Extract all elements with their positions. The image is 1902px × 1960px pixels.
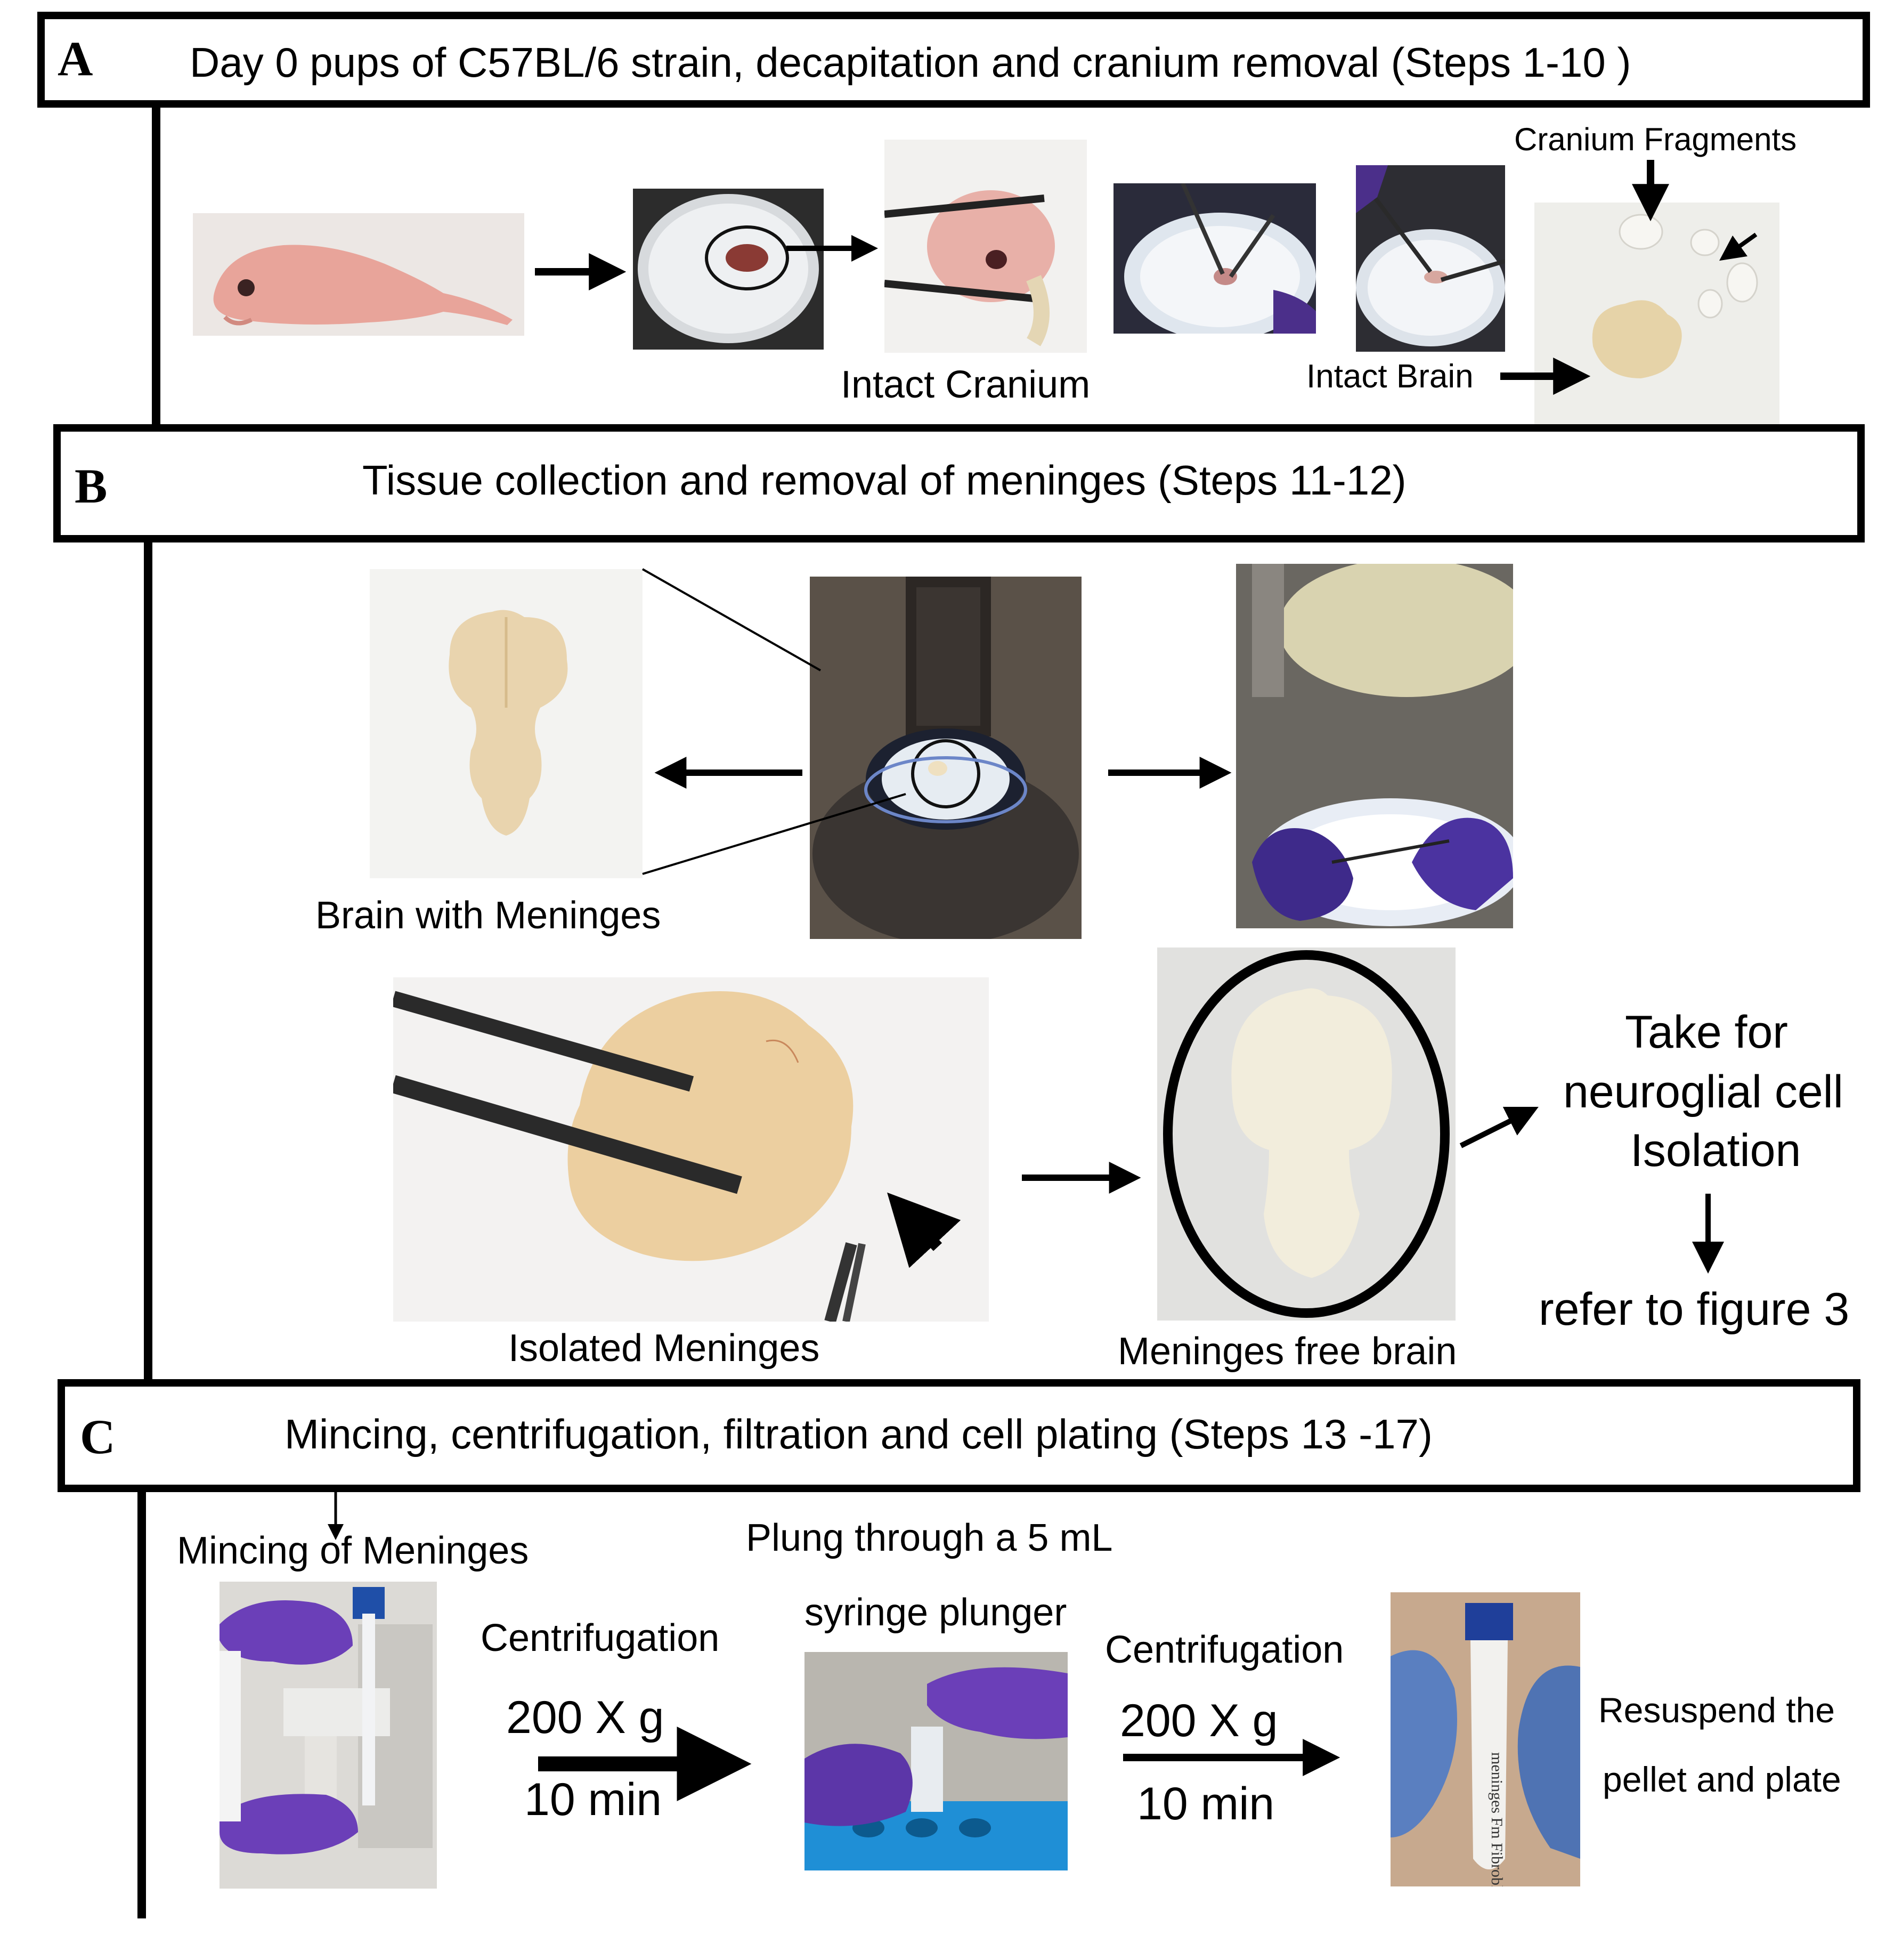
section-a-header	[37, 12, 1870, 108]
arrow-to-neuroglial	[1459, 1107, 1539, 1148]
refer-to-figure-label: refer to figure 3	[1539, 1284, 1850, 1335]
brain-with-meninges-label: Brain with Meninges	[315, 894, 661, 937]
section-a-letter: A	[58, 31, 93, 86]
resuspend-line2-label: pellet and plate	[1603, 1760, 1841, 1799]
syringe-plunger-photo	[804, 1652, 1068, 1870]
brain-extraction-photo	[1356, 165, 1505, 352]
centrifugation-2-label: Centrifugation	[1105, 1629, 1344, 1671]
time-2-label: 10 min	[1137, 1778, 1275, 1829]
intact-cranium-label: Intact Cranium	[841, 363, 1091, 406]
g-force-1-label: 200 X g	[506, 1692, 664, 1743]
take-for-label: Take for	[1625, 1007, 1788, 1058]
plung-line1-label: Plung through a 5 mL	[746, 1517, 1113, 1559]
centrifugation-1-label: Centrifugation	[481, 1617, 720, 1659]
section-b-header	[53, 424, 1865, 542]
stereo-microscope-photo	[810, 577, 1082, 939]
intact-cranium-photo	[884, 140, 1087, 353]
section-a-title: Day 0 pups of C57BL/6 strain, decapitati…	[190, 39, 1631, 86]
cranium-fragments-label: Cranium Fragments	[1514, 122, 1797, 157]
cranium-removal-photo	[1113, 183, 1316, 334]
section-b-timeline	[144, 542, 152, 1384]
neuroglial-cell-label: neuroglial cell	[1563, 1066, 1843, 1117]
mincing-photo	[220, 1582, 437, 1889]
arrow-pointing-meninges	[887, 1192, 961, 1268]
isolated-meninges-label: Isolated Meninges	[508, 1327, 820, 1370]
time-1-label: 10 min	[524, 1774, 662, 1825]
arrow-small-fragment	[1719, 232, 1758, 261]
section-b-letter: B	[75, 459, 108, 513]
tube-photo: meninges Fm Fibroblast	[1391, 1592, 1580, 1886]
intact-brain-label: Intact Brain	[1306, 358, 1474, 395]
tube-label: meninges Fm Fibroblast	[1488, 1752, 1506, 1886]
meninges-free-brain-label: Meninges free brain	[1118, 1330, 1457, 1373]
g-force-2-label: 200 X g	[1120, 1695, 1278, 1746]
meninges-free-brain-circle	[1163, 950, 1450, 1318]
section-c-timeline	[137, 1492, 146, 1918]
section-c-title: Mincing, centrifugation, filtration and …	[285, 1411, 1433, 1457]
section-b-title: Tissue collection and removal of meninge…	[362, 457, 1407, 504]
resuspend-line1-label: Resuspend the	[1598, 1690, 1835, 1730]
mincing-label: Mincing of Meninges	[177, 1529, 529, 1572]
plung-line2-label: syringe plunger	[804, 1591, 1067, 1634]
section-c-letter: C	[80, 1410, 116, 1464]
isolation-label: Isolation	[1630, 1125, 1801, 1176]
section-a-timeline	[152, 108, 160, 426]
meninges-dissection-photo	[1236, 564, 1513, 928]
dish-with-head-photo	[633, 189, 824, 350]
zoom-line-bottom	[642, 793, 906, 875]
section-c-header	[58, 1379, 1860, 1492]
brain-with-meninges-photo	[370, 569, 643, 878]
pup-photo	[193, 213, 524, 336]
zoom-line-top	[642, 568, 821, 671]
